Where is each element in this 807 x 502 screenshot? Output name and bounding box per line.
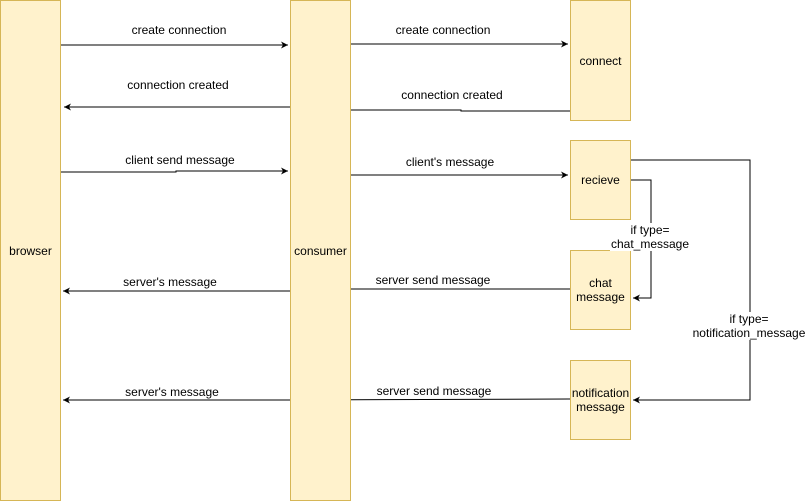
node-browser: browser <box>0 0 61 501</box>
edge-label-if-type-notification: if type= notification_message <box>691 312 807 340</box>
edge-label-if-type-chat: if type= chat_message <box>609 223 691 251</box>
arrow-connection-created-2 <box>292 106 570 114</box>
edge-label-server-send-message-2: server send message <box>375 384 493 398</box>
edge-label-create-connection-2: create connection <box>394 23 492 37</box>
edge-label-create-connection-1: create connection <box>130 23 228 37</box>
node-consumer: consumer <box>290 0 351 501</box>
edge-label-connection-created-1: connection created <box>126 78 230 92</box>
node-consumer-label: consumer <box>294 243 347 258</box>
node-connect-label: connect <box>579 53 622 68</box>
edge-label-clients-message: client's message <box>404 155 496 169</box>
arrow-client-send-message <box>61 167 288 175</box>
edge-label-client-send-message: client send message <box>124 153 236 167</box>
edge-label-servers-message-2: server's message <box>124 385 220 399</box>
node-chat-message-label: chat message <box>576 276 625 304</box>
node-browser-label: browser <box>9 243 52 258</box>
edge-label-server-send-message-1: server send message <box>374 273 492 287</box>
node-notification-message-label: notification message <box>571 386 630 414</box>
node-connect: connect <box>570 0 631 121</box>
node-notification-message: notification message <box>570 360 631 440</box>
edge-label-servers-message-1: server's message <box>122 275 218 289</box>
arrow-if-type-notification <box>631 159 751 404</box>
node-recieve-label: recieve <box>581 173 620 187</box>
edge-label-connection-created-2: connection created <box>400 88 504 102</box>
node-chat-message: chat message <box>570 250 631 330</box>
node-recieve: recieve <box>570 140 631 220</box>
